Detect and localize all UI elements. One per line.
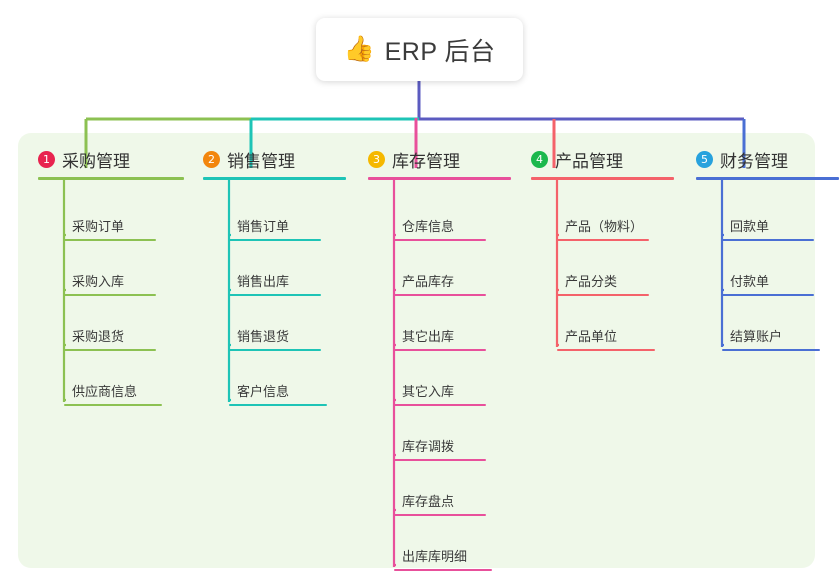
leaf-node[interactable]: 客户信息 — [229, 381, 327, 406]
branch-header-rule — [38, 177, 184, 180]
leaf-node[interactable]: 采购退货 — [64, 326, 156, 351]
leaf-label: 库存调拨 — [402, 439, 455, 454]
branch-header-rule — [203, 177, 346, 180]
leaf-rule — [394, 349, 486, 351]
leaf-label: 出库库明细 — [402, 549, 468, 564]
leaf-label: 产品（物料） — [565, 219, 644, 234]
leaf-label: 回款单 — [730, 219, 770, 234]
branch-header-3[interactable]: 3 库存管理 — [368, 146, 511, 172]
leaf-rule — [394, 239, 486, 241]
leaf-label: 客户信息 — [237, 384, 290, 399]
leaf-node[interactable]: 库存盘点 — [394, 491, 486, 516]
leaf-node[interactable]: 结算账户 — [722, 326, 820, 351]
thumbs-up-icon: 👍 — [343, 35, 375, 63]
leaf-label: 采购入库 — [72, 274, 125, 289]
leaf-rule — [557, 239, 649, 241]
leaf-label: 销售退货 — [237, 329, 290, 344]
branch-column-1: 1 采购管理采购订单采购入库采购退货供应商信息 — [38, 146, 184, 406]
leaf-rule — [64, 349, 156, 351]
leaf-label: 采购订单 — [72, 219, 125, 234]
leaf-node[interactable]: 产品库存 — [394, 271, 486, 296]
leaf-rule — [394, 514, 486, 516]
leaf-rule — [229, 349, 321, 351]
leaf-node[interactable]: 其它出库 — [394, 326, 486, 351]
branch-header-rule — [531, 177, 674, 180]
leaf-label: 其它入库 — [402, 384, 455, 399]
leaf-label: 供应商信息 — [72, 384, 138, 399]
leaf-rule — [722, 239, 814, 241]
branch-header-2[interactable]: 2 销售管理 — [203, 146, 346, 172]
branch-header-5[interactable]: 5 财务管理 — [696, 146, 839, 172]
branch-column-2: 2 销售管理销售订单销售出库销售退货客户信息 — [203, 146, 346, 406]
leaf-node[interactable]: 采购入库 — [64, 271, 156, 296]
branch-column-3: 3 库存管理仓库信息产品库存其它出库其它入库库存调拨库存盘点出库库明细 — [368, 146, 511, 571]
leaf-label: 产品单位 — [565, 329, 618, 344]
leaf-rule — [229, 294, 321, 296]
leaf-node[interactable]: 销售出库 — [229, 271, 321, 296]
leaf-rule — [394, 569, 492, 571]
leaf-node[interactable]: 产品（物料） — [557, 216, 651, 241]
leaf-node[interactable]: 产品分类 — [557, 271, 649, 296]
leaf-label: 付款单 — [730, 274, 770, 289]
leaf-rule — [64, 404, 162, 406]
leaf-label: 产品分类 — [565, 274, 618, 289]
leaf-node[interactable]: 销售订单 — [229, 216, 321, 241]
leaf-node[interactable]: 付款单 — [722, 271, 814, 296]
branch-title: 库存管理 — [392, 151, 460, 171]
leaf-label: 采购退货 — [72, 329, 125, 344]
root-node[interactable]: 👍 ERP 后台 — [316, 18, 523, 81]
leaf-node[interactable]: 采购订单 — [64, 216, 156, 241]
branch-title: 采购管理 — [62, 151, 130, 171]
leaf-node[interactable]: 出库库明细 — [394, 546, 492, 571]
leaf-rule — [394, 404, 486, 406]
leaf-label: 销售订单 — [237, 219, 290, 234]
branch-header-rule — [368, 177, 511, 180]
leaf-rule — [64, 294, 156, 296]
leaf-rule — [64, 239, 156, 241]
branch-header-4[interactable]: 4 产品管理 — [531, 146, 674, 172]
branch-header-1[interactable]: 1 采购管理 — [38, 146, 184, 172]
leaf-rule — [722, 349, 820, 351]
branch-header-rule — [696, 177, 839, 180]
branch-column-4: 4 产品管理产品（物料） 产品分类产品单位 — [531, 146, 674, 351]
leaf-label: 其它出库 — [402, 329, 455, 344]
leaf-node[interactable]: 供应商信息 — [64, 381, 162, 406]
branch-column-5: 5 财务管理回款单付款单结算账户 — [696, 146, 839, 351]
leaf-rule — [229, 404, 327, 406]
leaf-label: 结算账户 — [730, 329, 783, 344]
leaf-rule — [394, 459, 486, 461]
leaf-label: 产品库存 — [402, 274, 455, 289]
branch-number-badge: 5 — [696, 150, 713, 168]
leaf-rule — [394, 294, 486, 296]
root-title: ERP 后台 — [384, 37, 496, 66]
leaf-node[interactable]: 销售退货 — [229, 326, 321, 351]
leaf-node[interactable]: 回款单 — [722, 216, 814, 241]
leaf-rule — [557, 349, 655, 351]
branch-title: 产品管理 — [555, 151, 623, 171]
leaf-rule — [229, 239, 321, 241]
branch-number-badge: 1 — [38, 150, 55, 168]
leaf-node[interactable]: 产品单位 — [557, 326, 655, 351]
leaf-rule — [557, 294, 649, 296]
leaf-label: 库存盘点 — [402, 494, 455, 509]
leaf-label: 销售出库 — [237, 274, 290, 289]
leaf-label: 仓库信息 — [402, 219, 455, 234]
leaf-rule — [722, 294, 814, 296]
leaf-node[interactable]: 仓库信息 — [394, 216, 486, 241]
leaf-node[interactable]: 库存调拨 — [394, 436, 486, 461]
branch-number-badge: 2 — [203, 150, 220, 168]
branch-number-badge: 4 — [531, 150, 548, 168]
leaf-node[interactable]: 其它入库 — [394, 381, 486, 406]
branch-number-badge: 3 — [368, 150, 385, 168]
branch-title: 销售管理 — [227, 151, 295, 171]
branch-title: 财务管理 — [720, 151, 788, 171]
